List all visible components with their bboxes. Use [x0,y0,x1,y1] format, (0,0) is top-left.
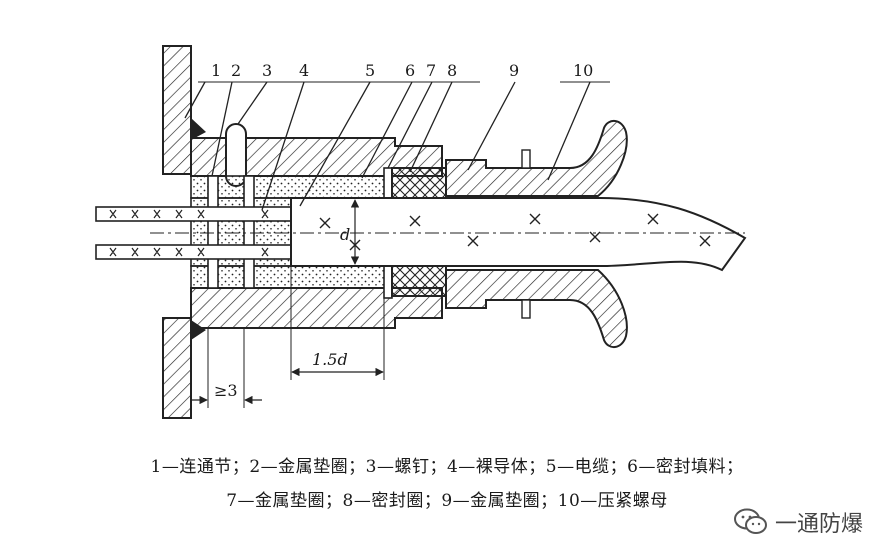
compression-nut [445,120,628,348]
part-label-9: 9 [509,61,519,80]
part-label-3: 3 [262,61,272,80]
leader-lines [184,81,610,211]
svg-text:≥3: ≥3 [214,381,238,400]
bare-conductors [95,206,292,260]
part-label-10: 10 [573,61,593,80]
part-label-6: 6 [405,61,415,80]
watermark-text: 一通防爆 [775,512,864,537]
part-label-8: 8 [447,61,457,80]
part-label-1: 1 [211,61,221,80]
caption-line-1: 1—连通节；2—金属垫圈；3—螺钉；4—裸导体；5—电缆；6—密封填料； [150,457,744,477]
part-labels: 1 2 3 4 5 6 7 8 9 10 [211,61,593,80]
watermark: 一通防爆 [733,506,863,538]
part-label-2: 2 [231,61,241,80]
part-label-4: 4 [299,61,309,80]
cable [290,197,747,272]
dimension-length: 1.5d [290,266,385,380]
svg-text:d: d [340,225,350,244]
wechat-icon [734,508,767,534]
part-label-5: 5 [365,61,375,80]
connecting-body [190,137,443,329]
svg-text:1.5d: 1.5d [312,350,348,369]
dimension-gap: ≥3 [190,328,262,408]
part-label-7: 7 [426,61,436,80]
caption-line-2: 7—金属垫圈；8—密封圈；9—金属垫圈；10—压紧螺母 [226,491,668,511]
dimension-d: d [340,199,360,265]
